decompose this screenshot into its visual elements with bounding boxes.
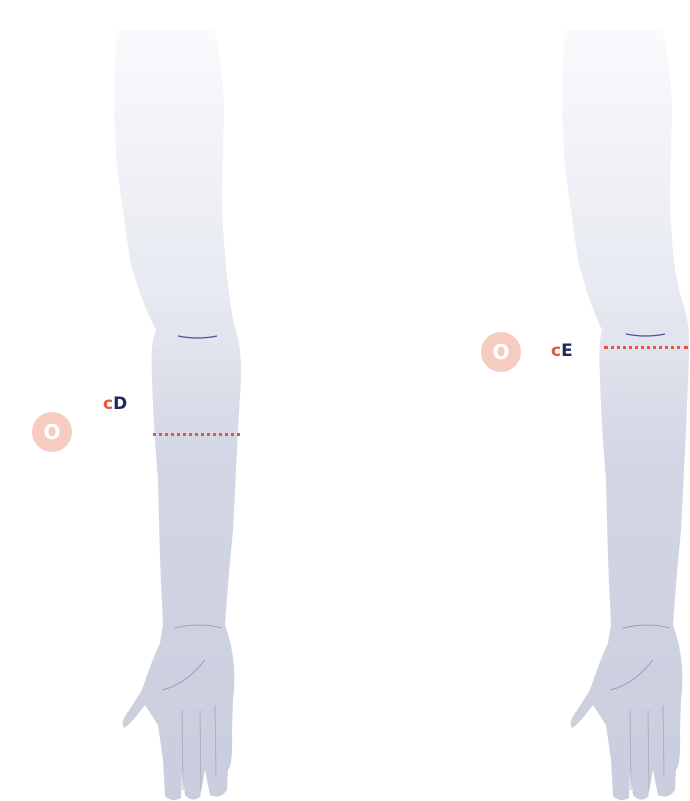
right-marker-symbol: O bbox=[492, 340, 509, 364]
right-arm-silhouette bbox=[562, 30, 689, 800]
left-arm bbox=[114, 30, 241, 800]
left-measurement-line bbox=[153, 433, 240, 436]
right-label-letter: E bbox=[561, 341, 573, 361]
left-arm-silhouette bbox=[114, 30, 241, 800]
left-label-letter: D bbox=[113, 394, 127, 414]
right-measurement-line bbox=[604, 346, 688, 349]
right-arm bbox=[562, 30, 689, 800]
right-measurement-label: cE bbox=[551, 343, 573, 360]
right-marker-circle: O bbox=[481, 332, 521, 372]
left-label-prefix: c bbox=[103, 394, 113, 414]
left-marker-circle: O bbox=[32, 412, 72, 452]
right-label-prefix: c bbox=[551, 341, 561, 361]
left-measurement-label: cD bbox=[103, 396, 127, 413]
left-marker-symbol: O bbox=[43, 420, 60, 444]
